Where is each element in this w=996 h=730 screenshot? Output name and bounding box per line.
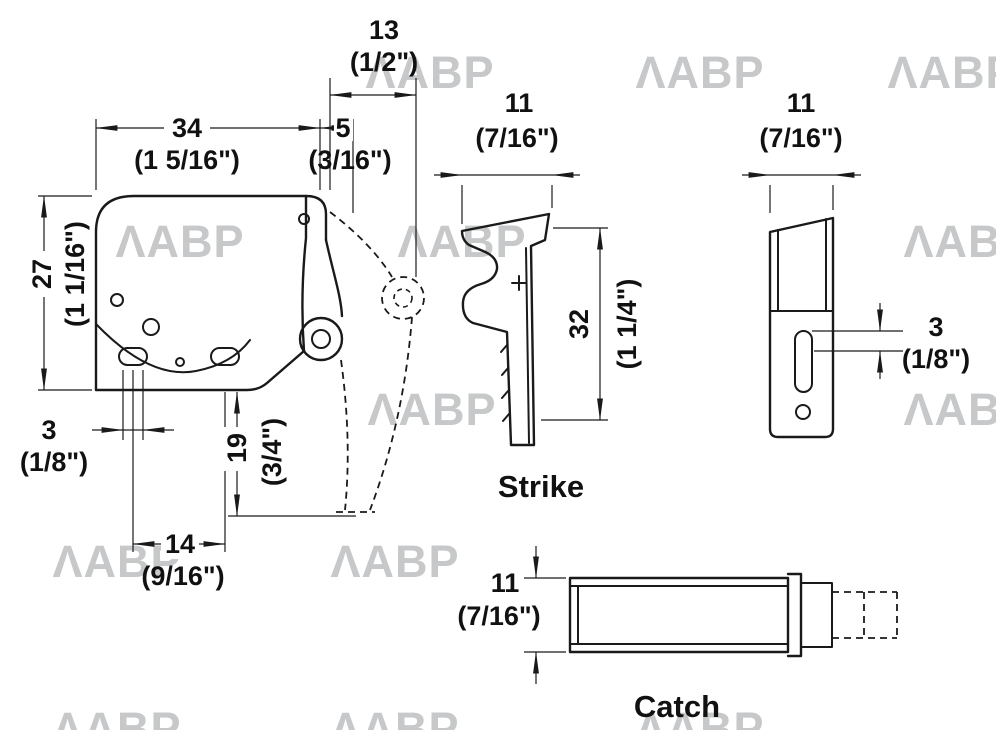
latch-lever-outer-edge	[324, 238, 344, 318]
strike-outline	[460, 212, 551, 447]
catch-dim-11-inch: (7/16")	[457, 601, 540, 631]
latch-lever-open-outer-edge	[369, 316, 413, 511]
strike-dim-32-mm: 32	[564, 309, 594, 339]
dim-13-mm: 13	[369, 15, 399, 45]
latch-body-outline	[94, 194, 328, 392]
catch-view: 11 (7/16") Catch	[457, 546, 898, 724]
catch-housing-outline	[568, 576, 790, 654]
text-gap	[30, 251, 59, 297]
dim-3-mm: 3	[41, 415, 56, 445]
latch-hole-left	[110, 293, 124, 307]
latch-small-hole	[175, 357, 185, 367]
text-gap	[334, 115, 353, 141]
dim-27-mm: 27	[27, 259, 57, 289]
catch-plunger	[800, 582, 833, 648]
dim-5-mm: 5	[335, 113, 350, 143]
latch-lever-open-inner-edge	[340, 359, 349, 511]
watermark-logo: ΛABP	[330, 703, 459, 730]
latch-body-bottom-edge	[94, 349, 306, 392]
text-gap	[161, 529, 199, 559]
catch-dim-11-mm: 11	[491, 568, 520, 598]
latch-lever-open-upper-edge	[329, 211, 393, 278]
catch-plunger-extended-phantom	[832, 591, 898, 639]
latch-mounting-slot-left	[118, 347, 148, 366]
catch-flange	[786, 572, 803, 658]
latch-body-right-wall	[301, 194, 308, 353]
dim-5-inch: (3/16")	[308, 145, 391, 175]
dim-3-inch: (1/8")	[20, 447, 88, 477]
strike-front-view: 11 (7/16") 3 (1/8")	[742, 88, 970, 439]
watermark-logo: ΛABP	[635, 703, 764, 730]
dim-14-mm: 14	[165, 529, 195, 559]
strike-inner-edge	[525, 247, 530, 444]
strike-barb-teeth	[500, 344, 510, 422]
dim-14-inch: (9/16")	[141, 561, 224, 591]
watermark-logo: ΛABP	[903, 216, 996, 267]
latch-side-view	[94, 194, 425, 513]
watermark-logo: ΛABP	[330, 536, 459, 587]
strike-center-cross-mark	[511, 275, 527, 291]
watermark-logo: ΛABP	[887, 47, 996, 98]
text-gap	[222, 427, 251, 471]
latch-roller-axle	[311, 329, 331, 349]
strike-front-outline	[768, 216, 835, 439]
dim-19-mm: 19	[222, 433, 252, 463]
watermark-logo: ΛABP	[52, 703, 181, 730]
catch-label: Catch	[634, 689, 720, 724]
latch-spring-curve	[95, 323, 251, 374]
dim-19-inch: (3/4")	[257, 418, 287, 486]
watermark-logo: ΛABP	[115, 216, 244, 267]
catch-housing-inner-walls	[569, 585, 789, 645]
watermark-logo: ΛABP	[635, 47, 764, 98]
dim-27-inch: (1 1/16")	[60, 221, 90, 327]
strike-front-screw-hole	[795, 404, 811, 420]
strike-label: Strike	[498, 469, 584, 504]
latch-pivot-screw-hole	[298, 213, 310, 225]
latch-roller-open-outer	[381, 276, 425, 320]
watermark-logo: ΛABP	[367, 384, 496, 435]
strike-dim-11-mm: 11	[505, 88, 534, 118]
strike-front-dim-3-mm: 3	[928, 312, 943, 342]
latch-roller-outer	[298, 316, 344, 362]
strike-dim-32-inch: (1 1/4")	[612, 279, 642, 370]
watermark-logo: ΛABP	[365, 47, 494, 98]
dim-13-inch: (1/2")	[350, 47, 418, 77]
watermark-logo: ΛABP	[903, 384, 996, 435]
strike-front-inner-edges	[777, 218, 827, 312]
latch-dimensions: 13 (1/2") 34 (1 5/16") 5 (3/16") 27 (1 1…	[20, 15, 418, 591]
latch-spring-post-hole	[142, 318, 160, 336]
latch-roller-open-axle	[393, 288, 413, 308]
dim-34-mm: 34	[172, 113, 202, 143]
latch-mounting-slot-right	[210, 347, 240, 366]
strike-front-dim-11-inch: (7/16")	[759, 123, 842, 153]
strike-side-view: 11 (7/16") 32 (1 1/4") Strike	[434, 88, 642, 504]
strike-front-dim-11-mm: 11	[787, 88, 816, 118]
dim-34-inch: (1 5/16")	[134, 145, 240, 175]
strike-front-dim-3-inch: (1/8")	[902, 344, 970, 374]
watermark-layer: ΛABP ΛABP ΛABP ΛABP ΛABP ΛABP ΛABP ΛABP …	[52, 47, 996, 730]
watermark-logo: ΛABP	[397, 216, 526, 267]
strike-dim-11-inch: (7/16")	[475, 123, 558, 153]
text-gap	[164, 113, 210, 143]
strike-front-adjustment-slot	[794, 330, 813, 393]
